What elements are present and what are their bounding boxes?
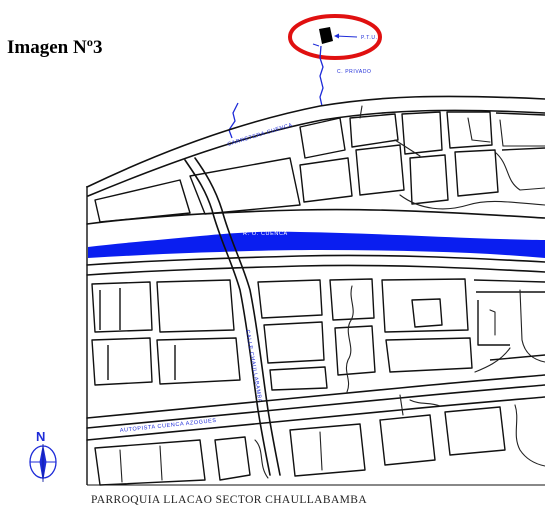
river-water	[88, 231, 545, 258]
north-blocks	[94, 105, 545, 223]
collector-label: C. PRIVADO	[337, 69, 372, 75]
site-arrow-head	[334, 33, 339, 39]
river-label: R. O. CUENCA	[243, 231, 288, 237]
creek-line	[228, 102, 239, 139]
north-label: N	[36, 429, 45, 444]
site-arrow-line	[335, 35, 358, 38]
map-title: Imagen Nº3	[7, 37, 103, 58]
north-arrow: N	[29, 429, 57, 482]
collector-line	[319, 45, 324, 107]
map-caption: PARROQUIA LLACAO SECTOR CHAULLABAMBA	[91, 494, 367, 506]
collector-branch	[312, 43, 320, 47]
site-label: P.T.U.	[361, 35, 378, 41]
highway: AUTOPISTA CUENCA AZOGUES	[86, 374, 545, 441]
site-highlight-circle	[288, 14, 382, 60]
river-corridor: R. O. CUENCA	[86, 208, 545, 276]
vertical-road-label: CALLE CHAULLABAMBA	[244, 329, 263, 403]
site-building-marker	[319, 27, 333, 44]
north-road-label: CARRETERA CUENCA	[227, 122, 294, 148]
bottom-blocks	[94, 394, 545, 486]
site-area: P.T.U. C. PRIVADO	[228, 14, 382, 139]
south-blocks	[91, 278, 545, 393]
map-frame	[86, 186, 545, 486]
